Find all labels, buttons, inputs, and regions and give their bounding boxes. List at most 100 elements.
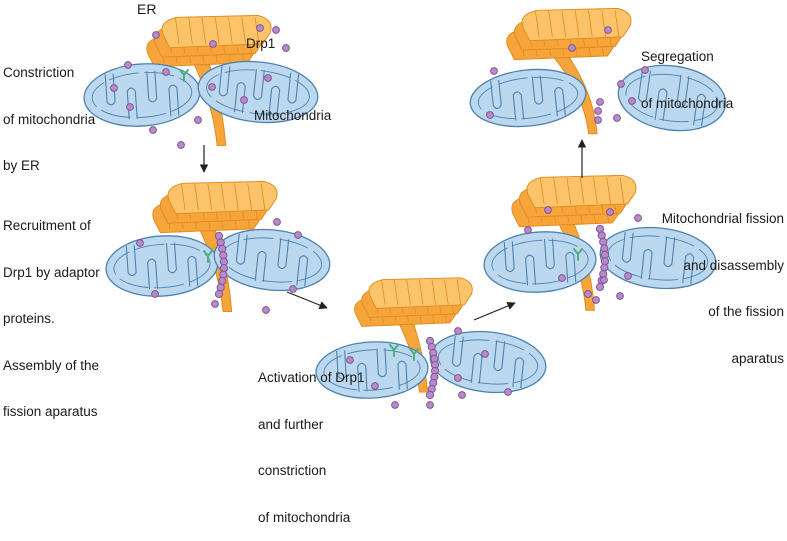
- step3-line: of mitochondria: [258, 509, 351, 525]
- step4-line: and disassembly: [683, 257, 784, 273]
- outer-membrane: [429, 330, 547, 394]
- step3-caption: Activation of Drp1 and further constrict…: [258, 339, 365, 541]
- crista: [554, 87, 566, 117]
- drp1-ring-subunit: [214, 289, 224, 299]
- mitochondrion: [197, 60, 319, 124]
- scene-segregation: [469, 7, 727, 135]
- drp1-particle: [584, 290, 592, 298]
- er-fold: [566, 177, 572, 204]
- drp1-particle: [634, 214, 642, 222]
- step5-line: of mitochondria: [641, 95, 734, 111]
- outer-membrane: [105, 235, 219, 297]
- scene-assembly: [105, 180, 331, 314]
- drp1-particle: [124, 61, 132, 69]
- drp1-particle: [628, 97, 636, 105]
- step4-line: of the fission: [708, 304, 784, 319]
- step1-line: by ER: [3, 158, 40, 173]
- er-fold: [588, 10, 593, 37]
- er-fold: [234, 183, 239, 210]
- er-fold: [260, 183, 266, 210]
- er-fold: [194, 183, 199, 210]
- drp1-particle: [211, 300, 219, 308]
- drp1-particle: [596, 98, 604, 106]
- inner-membrane: [491, 239, 589, 285]
- crista: [682, 253, 695, 285]
- drp1-particle: [282, 44, 290, 52]
- er-fold: [579, 177, 585, 204]
- mitochondrion: [617, 64, 727, 132]
- mitochondrion: [483, 231, 597, 293]
- er-cisterna: [368, 277, 473, 309]
- step2-caption: Recruitment of Drp1 by adaptor proteins.…: [3, 187, 100, 435]
- inner-membrane: [113, 243, 211, 289]
- step2-line: Assembly of the: [3, 357, 100, 373]
- er-sheet: [146, 14, 272, 147]
- drp1-particle: [592, 296, 600, 304]
- er-fold: [406, 279, 411, 305]
- er-fold: [534, 10, 540, 37]
- mitochondrion: [429, 330, 547, 394]
- step5-line: Segregation: [641, 49, 714, 64]
- er-fold: [619, 177, 625, 204]
- er-fold: [561, 10, 567, 37]
- adaptor-protein: [203, 250, 213, 263]
- crista: [525, 254, 537, 286]
- er-fold: [553, 177, 558, 204]
- er-fold: [574, 10, 580, 37]
- drp1-particle: [568, 44, 576, 52]
- crista: [693, 93, 707, 127]
- crista: [543, 238, 555, 270]
- mitochondrion: [105, 235, 219, 297]
- label-drp1: Drp1: [246, 36, 276, 51]
- step2-line: Recruitment of: [3, 218, 91, 233]
- crista: [512, 91, 525, 121]
- er-cisterna: [521, 7, 632, 42]
- step1-line: Constriction: [3, 65, 75, 80]
- drp1-particle: [454, 327, 462, 335]
- crista: [104, 73, 116, 106]
- drp1-particle: [110, 84, 118, 92]
- er-fold: [419, 279, 424, 305]
- crista: [503, 241, 515, 273]
- drp1-particle: [604, 26, 612, 34]
- label-er: ER: [137, 1, 157, 17]
- drp1-particle: [162, 68, 170, 76]
- drp1-particle: [606, 208, 614, 216]
- drp1-particle: [151, 290, 159, 298]
- mitochondrion: [315, 341, 429, 399]
- mitochondrial-fission-diagram: [83, 7, 727, 409]
- adaptor-protein: [409, 348, 419, 361]
- scene-fission: [483, 174, 717, 311]
- inner-membrane: [437, 339, 539, 385]
- step3-line: and further: [258, 416, 324, 432]
- scene-activation: [315, 277, 547, 409]
- step4-caption: Mitochondrial fission and disassembly of…: [662, 180, 784, 382]
- drp1-particle: [594, 107, 602, 115]
- step1-line: of mitochondria: [3, 111, 96, 127]
- er-cisterna: [526, 174, 637, 209]
- crista: [252, 69, 265, 101]
- er-fold: [220, 183, 226, 210]
- er-fold: [201, 17, 207, 44]
- er-fold: [247, 183, 252, 210]
- drp1-particle: [641, 66, 649, 74]
- drp1-particle: [524, 226, 532, 234]
- inner-membrane: [625, 73, 719, 123]
- adaptor-protein: [389, 344, 399, 357]
- step1-caption: Constriction of mitochondria by ER: [3, 34, 95, 189]
- adaptor-protein: [179, 69, 189, 82]
- er-sheet: [511, 174, 637, 311]
- crista: [490, 79, 502, 109]
- scene-constriction: [83, 14, 319, 149]
- er-fold: [614, 10, 620, 37]
- drp1-particle: [504, 388, 512, 396]
- drp1-particle: [262, 306, 270, 314]
- drp1-particle: [613, 114, 621, 122]
- arrow-step2-to-step3: [286, 291, 328, 310]
- step2-line: Drp1 by adaptor: [3, 264, 100, 280]
- drp1-particle: [273, 218, 281, 226]
- er-fold: [214, 17, 220, 44]
- crista: [296, 255, 309, 287]
- step3-line: Activation of Drp1: [258, 370, 365, 385]
- er-fold: [456, 279, 462, 305]
